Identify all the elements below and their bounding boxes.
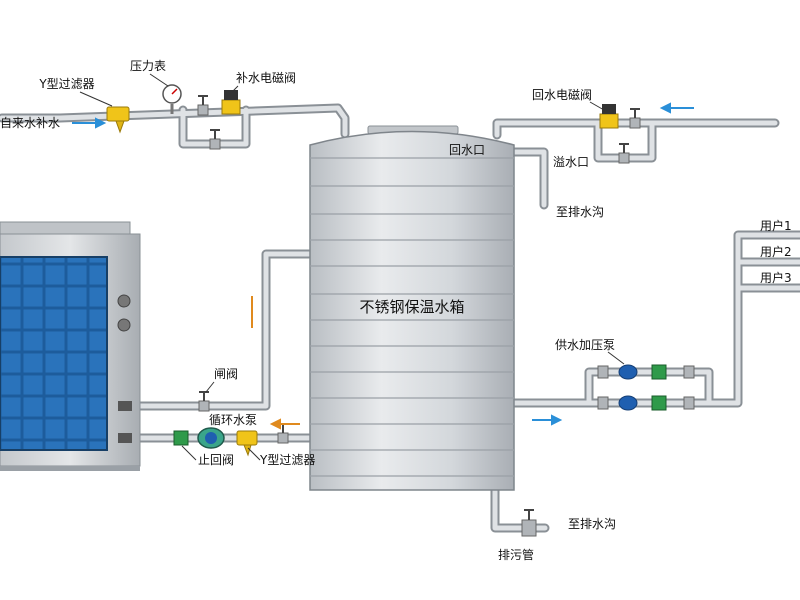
label-user-2: 用户2	[760, 244, 792, 259]
solenoid-icon	[599, 104, 619, 129]
valve-icon	[173, 430, 189, 446]
y-filter-icon	[106, 106, 130, 134]
label-to-drain-bottom: 至排水沟	[568, 517, 616, 531]
label-booster-pump: 供水加压泵	[555, 338, 615, 352]
booster-pump-group	[597, 364, 695, 411]
flow-arrow	[72, 117, 107, 129]
label-return-solenoid: 回水电磁阀	[532, 87, 592, 102]
label-sewage-pipe: 排污管	[498, 547, 534, 562]
valve-icon	[618, 108, 641, 164]
label-user-1: 用户1	[760, 218, 792, 233]
valve-icon	[198, 391, 210, 412]
valve-icon	[197, 95, 221, 150]
flow-arrow	[659, 102, 694, 114]
label-gate-valve: 闸阀	[214, 367, 238, 381]
stainless-insulated-tank: 不锈钢保温水箱	[309, 125, 515, 491]
label-check-valve: 止回阀	[198, 453, 234, 467]
y-filter-icon	[236, 430, 258, 457]
solenoid-icon	[221, 90, 241, 115]
label-circ-pump: 循环水泵	[209, 413, 257, 427]
label-overflow-port: 溢水口	[553, 155, 589, 169]
label-user-3: 用户3	[760, 270, 792, 285]
flow-arrow	[269, 418, 300, 430]
label-tap-water-makeup: 自来水补水	[0, 116, 60, 130]
bolt-icon	[117, 294, 131, 308]
valve-icon	[521, 509, 537, 537]
label-y-filter-bottom: Y型过滤器	[259, 453, 315, 467]
label-return-port: 回水口	[449, 143, 485, 157]
bolt-icon	[117, 318, 131, 332]
label-pressure-gauge: 压力表	[130, 59, 166, 73]
pipes	[0, 103, 800, 533]
flow-arrow	[532, 414, 563, 426]
heat-pump-unit	[0, 221, 141, 471]
gauge-icon	[162, 84, 182, 114]
label-y-filter-top: Y型过滤器	[38, 77, 94, 91]
pump-icon	[197, 427, 225, 449]
label-to-drain-top: 至排水沟	[556, 205, 604, 219]
tank-label: 不锈钢保温水箱	[359, 298, 464, 316]
label-makeup-solenoid: 补水电磁阀	[236, 70, 296, 85]
